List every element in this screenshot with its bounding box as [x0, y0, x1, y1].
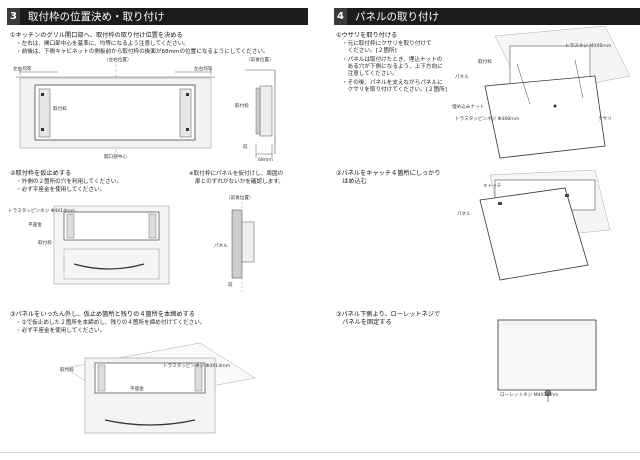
s4-step2-catch-label: キャッチ	[483, 184, 502, 189]
s3-step2-screw-label: トラスタッピンネジ Φ4X14mm	[8, 209, 76, 214]
s3-step3-heading: ③パネルをいったん外し、仮止め箇所と残りの４箇所を本締めする	[10, 311, 195, 318]
s4-step1-bullet-1: ・元に取付枠にクサリを取り付けて	[342, 41, 432, 47]
s4-step1-panel-label: パネル	[455, 75, 469, 80]
s4-step1-screw-top-label: トラスネジ M4X6mm	[565, 44, 612, 49]
s3-step3-screw-label: トラスタッピンネジ Φ4X14mm	[163, 364, 231, 369]
section-3-title: 取付枠の位置決め・取り付け	[20, 8, 308, 25]
s4-step2-heading: ②パネルをキャッチ４箇所にしっかり	[336, 170, 441, 177]
s4-step1-bullet-6: ・その後、パネルを支えながらパネルに	[342, 80, 443, 86]
s3-label-frame-side: 取付枠	[235, 104, 249, 109]
s4-step1-frame-label: 取付枠	[478, 60, 492, 65]
s4-step2-heading-2: はめ込む	[336, 178, 367, 185]
s3-step2-bullet-2: ・必ず平座金を使用してください。	[16, 187, 106, 193]
s3-label-fb-pos: （前後位置）	[246, 58, 274, 63]
s3-step2-note-1: ※取付枠にパネルを仮付けし、周囲の	[189, 171, 284, 177]
s4-step1-bullet-2: ください。[２箇所]	[342, 48, 397, 54]
s3-step2-frame-label: 取付枠	[38, 241, 52, 246]
s3-label-frame: 取付枠	[53, 107, 67, 112]
s3-step1-heading: ①キッチンのグリル開口部へ、取付枠の取り付け位置を決める	[10, 32, 183, 39]
s4-step1-bullet-7: クサリを取り付けてください。[２箇所]	[342, 87, 447, 93]
s4-step1-figure	[455, 26, 635, 161]
s4-step3-screw-label: ローレットネジ M4X10mm	[500, 393, 559, 398]
s4-step1-chain-label: クサリ	[598, 117, 612, 122]
s3-label-lr-pos: （左右位置）	[104, 58, 132, 63]
s4-step3-heading: ③パネル下側より、ローレットネジで	[336, 311, 441, 318]
s3-step2-fb-pos: （前後位置）	[226, 196, 254, 201]
s4-step1-heading: ①ウサリを取り付ける	[336, 32, 398, 39]
s3-step1-bullet-1: ・左右は、開口部中心を基準に、均等になるよう注意してください。	[16, 41, 189, 47]
section-3-header: 3 取付枠の位置決め・取り付け	[7, 8, 308, 25]
s4-step2-panel-label: パネル	[457, 212, 471, 217]
s3-step2-panel-label: パネル	[214, 244, 228, 249]
s3-label-68mm: 68mm	[258, 158, 273, 163]
page-bottom-rule	[0, 452, 640, 453]
s3-label-center: 開口部中心	[104, 155, 127, 160]
s3-step3-washer-label: 平座金	[130, 387, 144, 392]
s3-step2-heading: ②取付枠を仮止めする	[10, 170, 72, 177]
section-4-header: 4 パネルの取り付け	[334, 8, 640, 25]
s3-step3-frame-label: 取付枠	[60, 368, 74, 373]
s3-label-left-equal: 左右均等	[13, 67, 32, 72]
s4-step3-figure	[490, 310, 605, 410]
s3-step2-front-label: 前	[228, 283, 233, 288]
s3-step1-front-figure	[8, 58, 223, 168]
s4-step1-bullet-5: 注意してください。	[342, 71, 398, 77]
s3-label-right-equal: 左右均等	[194, 67, 213, 72]
s3-step3-bullet-1: ・②で仮止めした２箇所を本締めし、残りの４箇所を締め付けてください。	[16, 320, 206, 326]
s3-step2-washer-label: 平座金	[28, 223, 42, 228]
s3-label-front: 前	[243, 145, 248, 150]
section-3-number: 3	[7, 8, 20, 25]
s3-step1-side-figure	[230, 58, 295, 166]
s4-step1-nut-label: 埋め込みナット	[452, 105, 485, 110]
section-4-title: パネルの取り付け	[347, 8, 640, 25]
s4-step3-heading-2: パネルを固定する	[336, 319, 392, 326]
s3-step2-figure	[34, 194, 174, 294]
s3-step1-bullet-2: ・前後は、下側キャビネットの側板前から取付枠の後面が68mmの位置になるようにし…	[16, 49, 269, 55]
s3-step2-bullet-1: ・外側の２箇所の穴を利用してください。	[16, 179, 122, 185]
section-4-number: 4	[334, 8, 347, 25]
s4-step1-bullet-3: ・パネルは取付けたとき、埋込ナットの	[342, 57, 443, 63]
s3-step2-note-2: 扉とのずれがないかを確認します。	[195, 179, 284, 185]
s3-step3-figure	[60, 338, 260, 443]
s4-step2-figure	[470, 170, 620, 285]
s3-step3-bullet-2: ・必ず平座金を使用してください。	[16, 328, 106, 334]
s3-step2-note-figure	[210, 198, 270, 293]
s4-step1-screw-bottom-label: トラスタッピンネジ Φ4X8mm	[455, 117, 520, 122]
s4-step1-bullet-4: ある穴が下側になるよう、上下方向に	[342, 64, 443, 70]
